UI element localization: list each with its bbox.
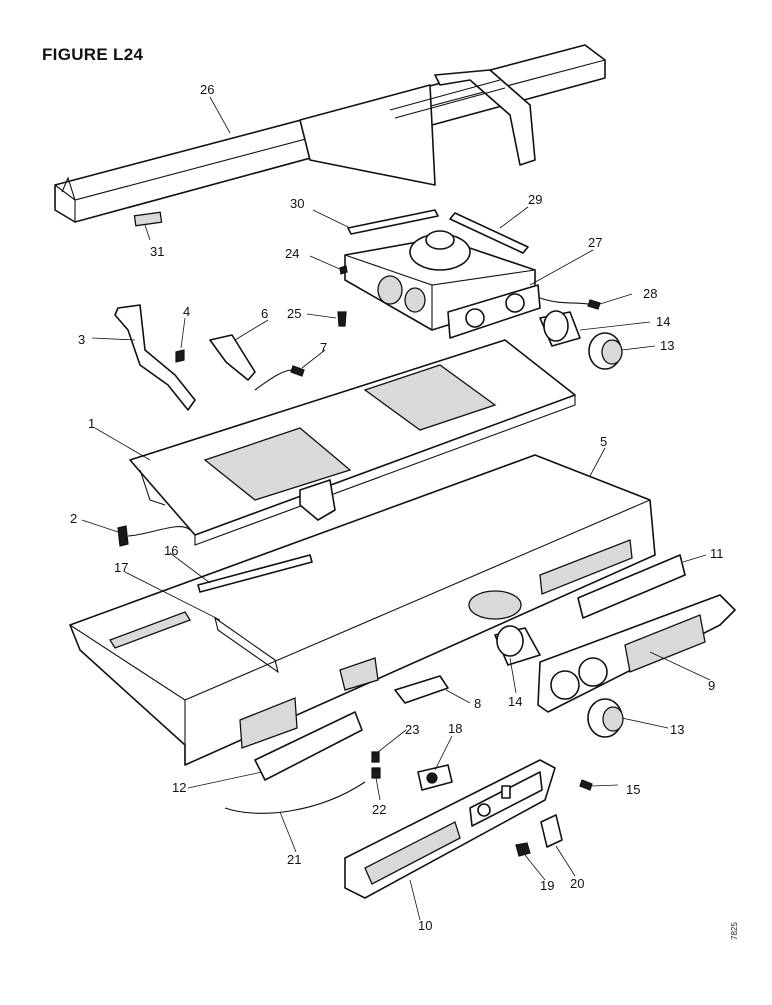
part-11-gasket xyxy=(577,554,686,619)
callout-23: 24 xyxy=(285,246,299,261)
callout-1: 1 xyxy=(88,416,95,431)
part-8-bezel xyxy=(394,675,449,704)
figure-reference: 7825 xyxy=(730,922,739,940)
part-18-motor xyxy=(417,764,453,791)
part-6-bracket xyxy=(209,334,256,381)
callout-4: 4 xyxy=(183,304,190,319)
wire-near-7 xyxy=(254,369,293,391)
callout-12: 12 xyxy=(172,780,186,795)
callout-10: 10 xyxy=(418,918,432,933)
part-22-screw xyxy=(371,751,380,763)
part-4-bolt xyxy=(175,349,185,363)
callout-18: 18 xyxy=(448,721,462,736)
callout-14-lower: 14 xyxy=(508,694,522,709)
part-5-main-panel xyxy=(69,454,656,766)
callout-28: 26 xyxy=(200,82,214,97)
callout-9: 9 xyxy=(708,678,715,693)
part-14-duct-upper xyxy=(539,310,581,347)
callout-6: 6 xyxy=(261,306,268,321)
part-31-clip xyxy=(133,211,163,227)
part-27-screw xyxy=(587,299,601,310)
part-12-cover xyxy=(254,711,363,781)
callout-8: 8 xyxy=(474,696,481,711)
part-2-screw xyxy=(117,525,129,547)
part-1-base-plate xyxy=(129,339,576,546)
part-15-screw xyxy=(579,779,593,791)
callout-5: 5 xyxy=(600,434,607,449)
part-29-strip xyxy=(449,212,529,254)
part-21-nut xyxy=(371,767,381,779)
part-26-plate xyxy=(447,284,541,339)
callout-25: 20 xyxy=(570,876,584,891)
callout-21: 22 xyxy=(372,802,386,817)
callout-31: 31 xyxy=(150,244,164,259)
part-28-channel-beam xyxy=(54,44,606,223)
wire-near-27 xyxy=(539,297,589,305)
wire-near-2 xyxy=(127,526,191,537)
callout-labels: 26 31 30 29 24 27 28 25 14 13 3 4 6 7 1 … xyxy=(70,82,724,933)
callout-11: 11 xyxy=(710,546,724,561)
part-16-strip xyxy=(197,554,313,593)
part-25-switch xyxy=(540,814,563,848)
callout-19: 19 xyxy=(540,878,554,893)
callout-2: 2 xyxy=(70,511,77,526)
callout-13-upper: 13 xyxy=(660,338,674,353)
part-19-nut xyxy=(515,842,531,857)
callout-20: 21 xyxy=(287,852,301,867)
callout-3: 3 xyxy=(78,332,85,347)
part-3-bracket xyxy=(114,304,196,411)
part-24-screw xyxy=(337,311,347,327)
callout-13-lower: 13 xyxy=(670,722,684,737)
part-9-control-panel xyxy=(537,594,736,713)
callout-24: 25 xyxy=(287,306,301,321)
callout-30: 30 xyxy=(290,196,304,211)
callout-26: 27 xyxy=(588,235,602,250)
callout-15: 15 xyxy=(626,782,640,797)
figure-title: FIGURE L24 xyxy=(42,45,144,64)
leader-lines xyxy=(81,96,711,921)
callout-17: 17 xyxy=(114,560,128,575)
part-14-duct-lower xyxy=(494,625,541,666)
part-30-strip xyxy=(347,209,439,235)
callout-16: 16 xyxy=(164,543,178,558)
part-20-wire xyxy=(224,781,366,814)
callout-14-upper: 14 xyxy=(656,314,670,329)
part-13-vent-lower xyxy=(587,698,624,738)
callout-22: 23 xyxy=(405,722,419,737)
part-13-vent-upper xyxy=(588,332,623,370)
callout-29: 29 xyxy=(528,192,542,207)
callout-7: 7 xyxy=(320,340,327,355)
callout-27: 28 xyxy=(643,286,657,301)
part-10-lower-panel xyxy=(344,759,556,899)
